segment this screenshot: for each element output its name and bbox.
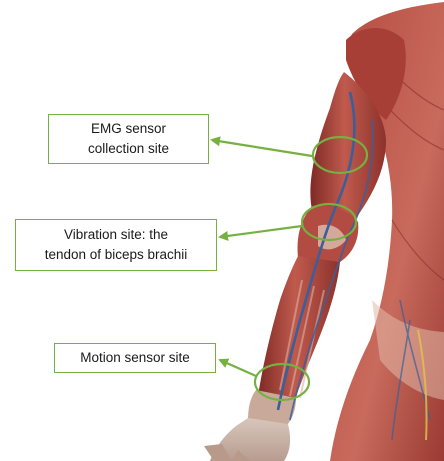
emg-sensor-label: EMG sensor collection site <box>48 114 209 164</box>
vibration-label-line2: tendon of biceps brachii <box>45 245 188 265</box>
emg-arrow-icon <box>212 140 312 156</box>
forearm <box>258 256 340 402</box>
motion-arrow-icon <box>220 360 256 376</box>
emg-label-line1: EMG sensor <box>91 119 166 139</box>
emg-label-line2: collection site <box>88 139 169 159</box>
vibration-site-label: Vibration site: the tendon of biceps bra… <box>15 219 217 271</box>
motion-sensor-label: Motion sensor site <box>54 343 216 373</box>
vibration-arrow-icon <box>220 226 302 237</box>
vibration-label-line1: Vibration site: the <box>64 225 168 245</box>
motion-label-line1: Motion sensor site <box>80 348 190 368</box>
